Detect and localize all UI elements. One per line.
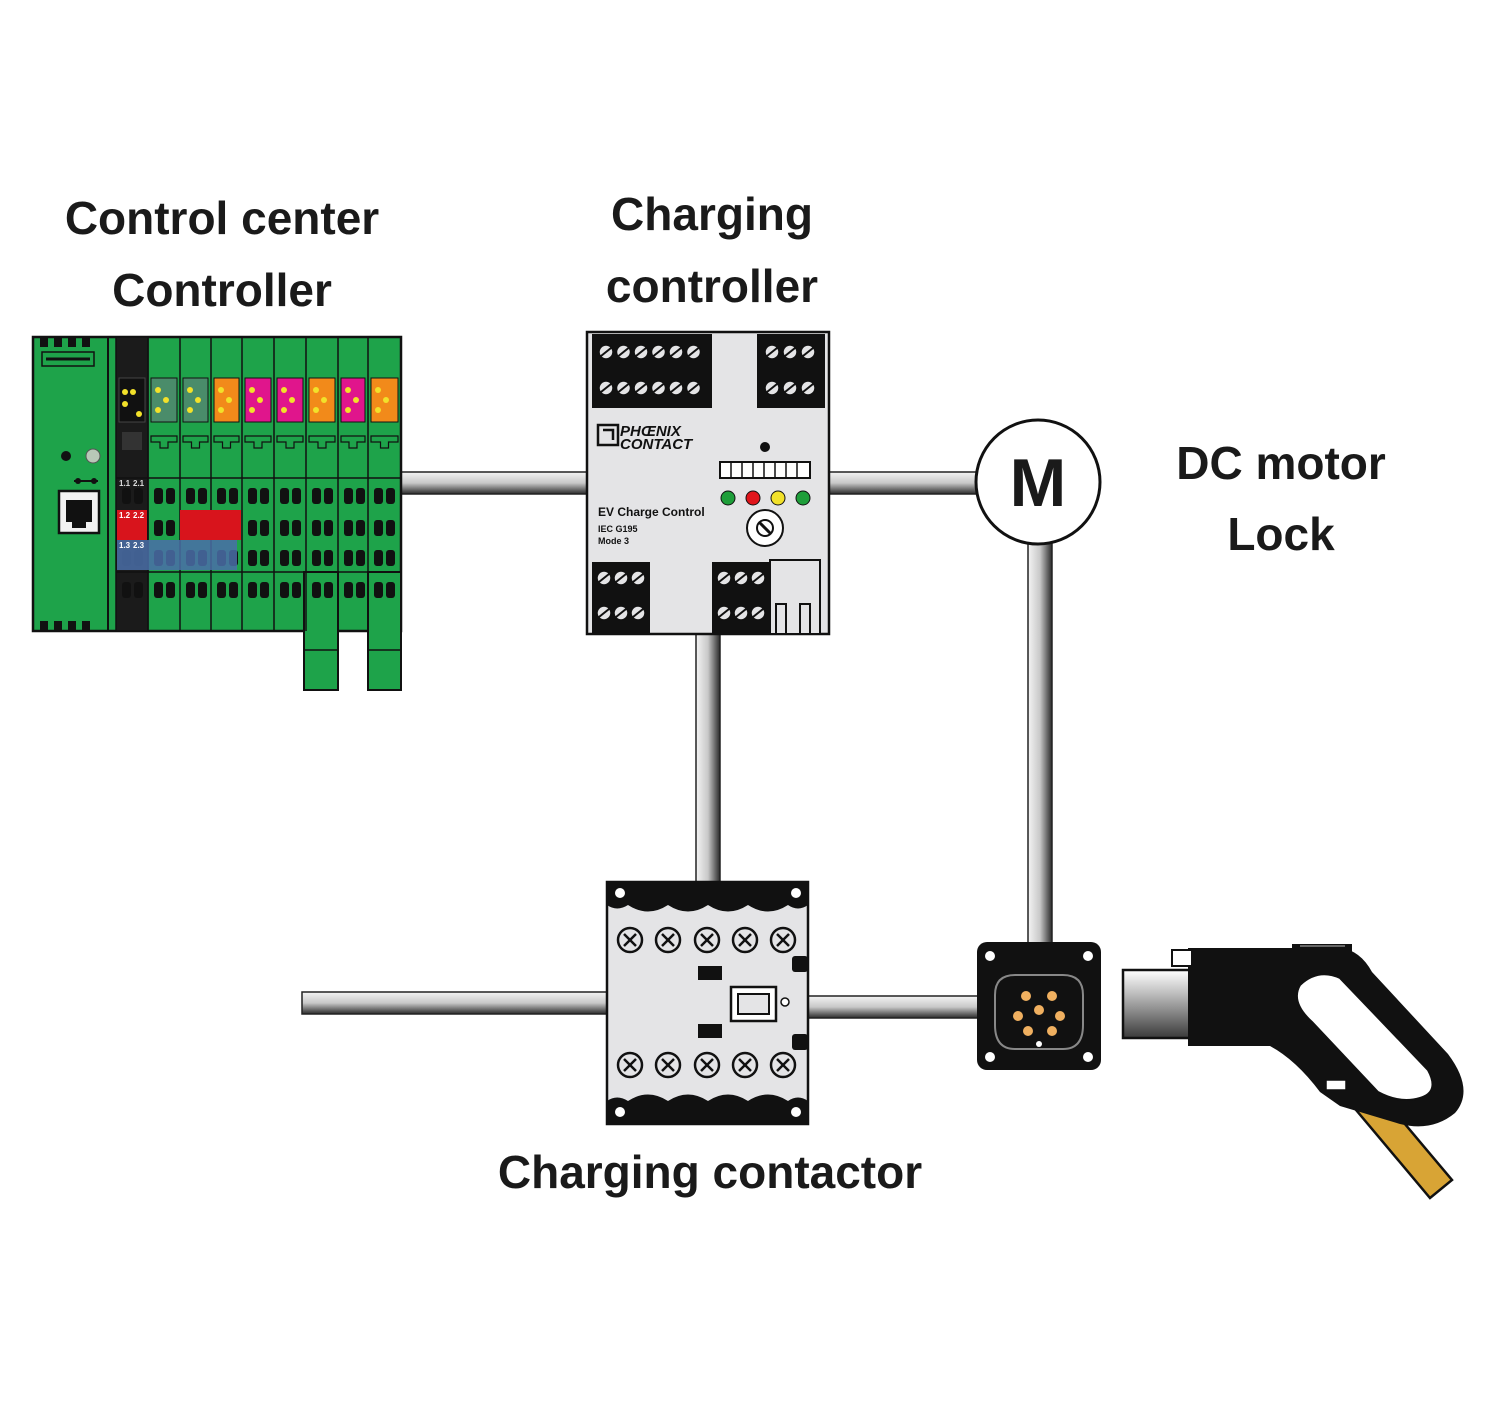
control-center-label-line2: Controller <box>112 264 332 316</box>
controller-standard: IEC G195 <box>598 524 638 534</box>
charging-controller-label-line1: Charging <box>611 188 813 240</box>
rotary-switch-icon <box>746 509 784 547</box>
charging-plug-icon <box>1121 944 1464 1200</box>
charging-controller-label-line2: controller <box>606 260 818 312</box>
plc-io-modules <box>150 377 399 449</box>
plc-label-1-3: 1.3 <box>119 541 131 550</box>
led-1-icon <box>720 490 736 506</box>
led-2-icon <box>745 490 761 506</box>
plc-label-2-2: 2.2 <box>133 511 145 520</box>
cable-plc-to-controller <box>399 471 591 495</box>
plc-label-1-2: 1.2 <box>119 511 131 520</box>
cable-controller-to-motor <box>827 471 981 495</box>
cable-grid-to-contactor <box>301 991 611 1015</box>
controller-brand-line1: PHŒNIX <box>620 423 682 440</box>
plc-controller-icon: 1.2 2.2 1.3 2.3 1.1 2.1 <box>31 335 403 691</box>
cable-controller-to-contactor <box>695 633 721 885</box>
controller-brand-line2: CONTACT <box>620 436 694 453</box>
controller-terminal-screws <box>596 344 816 621</box>
charge-controller-module-icon: PHŒNIX CONTACT EV Charge Control IEC G19… <box>585 330 831 636</box>
dc-motor-label-line1: DC motor <box>1176 437 1386 489</box>
charging-contactor-label: Charging contactor <box>498 1146 922 1198</box>
plc-label-2-1: 2.1 <box>133 479 145 488</box>
controller-product-name: EV Charge Control <box>598 505 705 519</box>
cable-motor-to-socket <box>1027 539 1053 945</box>
cable-contactor-to-socket <box>805 995 983 1019</box>
controller-mode: Mode 3 <box>598 536 629 546</box>
led-4-icon <box>795 490 811 506</box>
charging-socket-icon <box>977 942 1101 1070</box>
contactor-terminal-screws <box>616 926 797 1079</box>
led-3-icon <box>770 490 786 506</box>
dc-motor-label-line2: Lock <box>1227 508 1335 560</box>
motor-icon: M <box>974 418 1102 546</box>
motor-symbol: M <box>1010 445 1067 521</box>
contactor-icon <box>605 880 810 1126</box>
control-center-label-line1: Control center <box>65 192 379 244</box>
plc-label-2-3: 2.3 <box>133 541 145 550</box>
plc-label-1-1: 1.1 <box>119 479 131 488</box>
